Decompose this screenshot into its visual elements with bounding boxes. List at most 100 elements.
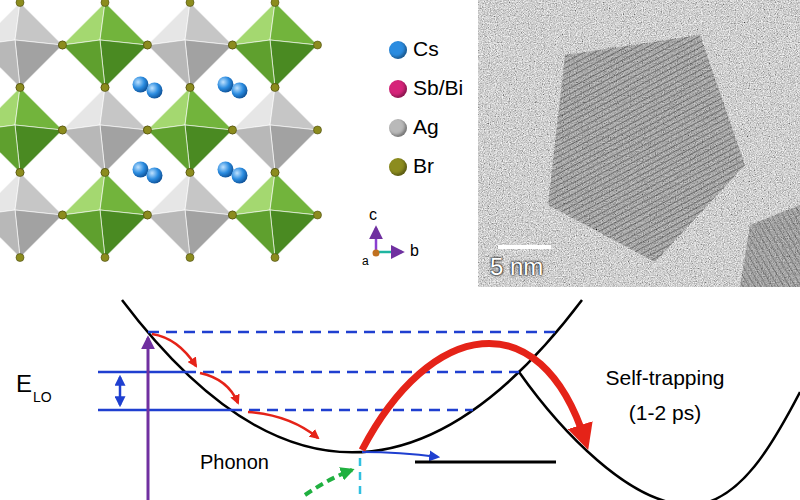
br-atom [101, 169, 109, 177]
dashed-level [185, 371, 519, 374]
relaxation-arrow [200, 373, 238, 403]
octahedron-face [148, 40, 191, 88]
octahedron [229, 84, 322, 177]
octahedron-face [270, 3, 318, 46]
br-atom [186, 254, 194, 262]
axis-label: c [369, 206, 377, 224]
ground-state-parabola [122, 300, 582, 452]
axis-label: a [362, 255, 369, 269]
octahedron [0, 169, 67, 262]
cs-atom [133, 77, 149, 93]
tem-image [478, 0, 800, 287]
octahedron [0, 84, 67, 177]
octahedron-face [63, 88, 106, 131]
octahedron-face [63, 173, 106, 216]
octahedron-face [15, 40, 63, 88]
dashed-level [231, 409, 473, 412]
br-atom [229, 211, 237, 219]
br-atom [16, 0, 24, 7]
cs-atom [218, 77, 234, 93]
tem-ground [478, 0, 800, 287]
br-atom [271, 254, 279, 262]
br-atom [229, 126, 237, 134]
octahedron-face [270, 40, 318, 88]
octahedron-face [270, 173, 318, 216]
octahedron-face [185, 3, 233, 46]
energy-spacing-arrow [119, 377, 122, 405]
nanocrystal [548, 35, 745, 262]
octahedron-face [100, 88, 148, 131]
br-atom [59, 126, 67, 134]
octahedron-face [63, 210, 106, 258]
br-atom [16, 84, 24, 92]
octahedron [144, 169, 237, 262]
octahedron-face [185, 210, 233, 258]
octahedron-face [270, 210, 318, 258]
br-atom [59, 211, 67, 219]
br-atom [59, 41, 67, 49]
c-axis-arrow [375, 228, 378, 252]
octahedron-face [233, 210, 276, 258]
octahedron-face [15, 88, 63, 131]
br-atom [229, 211, 237, 219]
br-atom [101, 84, 109, 92]
octahedron-face [15, 125, 63, 173]
br-atom [229, 126, 237, 134]
octahedron-face [15, 210, 63, 258]
br-atom [101, 84, 109, 92]
br-atom [314, 126, 322, 134]
octahedron-face [233, 40, 276, 88]
br-atom [271, 84, 279, 92]
octahedron [59, 169, 152, 262]
excitation-arrow [147, 338, 150, 500]
legend-swatch [389, 119, 407, 137]
lattice-fringes-edge [740, 205, 800, 287]
br-atom [16, 254, 24, 262]
octahedron-face [63, 40, 106, 88]
energy-symbol: E [16, 370, 32, 398]
octahedron-face [15, 3, 63, 46]
legend-text: Ag [413, 115, 439, 139]
process-label: Self-trapping (1-2 ps) [590, 360, 740, 430]
br-atom [186, 84, 194, 92]
br-atom [144, 126, 152, 134]
defect-level [415, 461, 556, 464]
b-axis-arrow [376, 251, 402, 254]
octahedron [59, 84, 152, 177]
phonon-arrow [305, 470, 352, 495]
octahedron-face [63, 125, 106, 173]
scale-bar [498, 245, 551, 249]
br-atom [16, 169, 24, 177]
axis-label: b [410, 242, 419, 260]
phonon-level [98, 371, 185, 374]
octahedron-face [185, 88, 233, 131]
cs-atom [147, 168, 163, 184]
br-atom [144, 41, 152, 49]
energy-subscript: LO [33, 389, 52, 405]
br-atom [186, 169, 194, 177]
axis-triad [373, 228, 403, 257]
octahedron-face [100, 3, 148, 46]
octahedron-face [270, 125, 318, 173]
br-atom [101, 254, 109, 262]
cs-atom [218, 162, 234, 178]
octahedron-face [148, 3, 191, 46]
br-atom [314, 211, 322, 219]
cs-atom [147, 83, 163, 99]
octahedron [229, 169, 322, 262]
br-atom [314, 41, 322, 49]
br-atom [101, 169, 109, 177]
octahedron-face [0, 40, 20, 88]
octahedron-face [185, 173, 233, 216]
octahedron-face [63, 3, 106, 46]
legend-text: Br [413, 154, 434, 178]
emission-line [359, 458, 362, 500]
octahedron-face [233, 125, 276, 173]
octahedron-face [148, 125, 191, 173]
cs-atom [232, 83, 248, 99]
octahedron-face [0, 210, 20, 258]
lattice-fringes [548, 35, 745, 262]
